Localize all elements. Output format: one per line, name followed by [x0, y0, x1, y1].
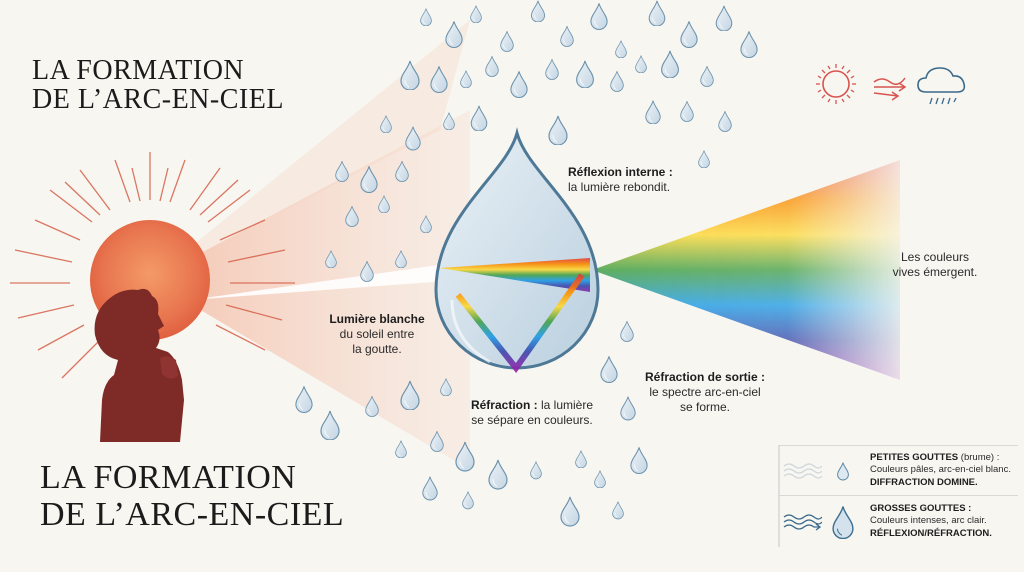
- label-colors-emerge-line1: Les couleurs: [900, 250, 970, 264]
- label-colors-emerge-line2: vives émergent.: [892, 265, 978, 279]
- label-exit-refraction-line2: le spectre arc-en-ciel: [649, 385, 761, 399]
- large-water-drop: [434, 127, 600, 373]
- title-bottom-line1: LA FORMATION: [40, 459, 297, 496]
- label-white-light: Lumière blanche du soleil entre la goutt…: [322, 312, 432, 357]
- legend-large-title: GROSSES GOUTTES :: [870, 502, 972, 514]
- sun-icon: [816, 64, 856, 104]
- title-top-line2: DE L’ARC-EN-CIEL: [32, 84, 284, 116]
- legend-row-small-drops: PETITES GOUTTES (brume) : Couleurs pâles…: [778, 445, 1018, 495]
- legend-divider: [778, 445, 780, 547]
- label-colors-emerge: Les couleurs vives émergent.: [880, 250, 990, 280]
- label-refraction: Réfraction : la lumière se sépare en cou…: [462, 398, 602, 428]
- small-drop-icon: [828, 461, 858, 481]
- label-white-light-title: Lumière blanche: [329, 312, 425, 326]
- person-silhouette: [94, 288, 184, 442]
- wind-arrows-icon: [873, 77, 907, 101]
- legend-small-title: PETITES GOUTTES: [870, 451, 959, 463]
- legend-row-large-drops: GROSSES GOUTTES : Couleurs intenses, arc…: [778, 495, 1018, 547]
- title-bottom: LA FORMATION DE L’ARC-EN-CIEL: [40, 459, 345, 533]
- label-exit-refraction-line3: se forme.: [679, 400, 730, 414]
- legend-large-line3: RÉFLEXION/RÉFRACTION.: [870, 527, 992, 539]
- label-internal-reflection-line2: la lumière rebondit.: [568, 180, 671, 194]
- sun-rays: [10, 152, 295, 379]
- legend-large-drops-text: GROSSES GOUTTES : Couleurs intenses, arc…: [870, 503, 992, 540]
- title-top: LA FORMATION DE L’ARC-EN-CIEL: [32, 56, 284, 115]
- title-top-line1: LA FORMATION: [32, 55, 245, 86]
- drop-size-legend: PETITES GOUTTES (brume) : Couleurs pâles…: [778, 445, 1018, 547]
- label-internal-reflection: Réflexion interne : la lumière rebondit.: [568, 165, 698, 195]
- title-bottom-line2: DE L’ARC-EN-CIEL: [40, 495, 345, 533]
- label-exit-refraction-title: Réfraction de sortie :: [644, 370, 766, 384]
- label-refraction-title: Réfraction :: [470, 398, 538, 412]
- legend-small-line2: Couleurs pâles, arc-en-ciel blanc.: [870, 464, 1011, 476]
- label-white-light-line3: la goutte.: [352, 342, 402, 356]
- large-drop-icon: [828, 505, 858, 539]
- label-refraction-line2: se sépare en couleurs.: [471, 413, 593, 427]
- legend-small-drops-text: PETITES GOUTTES (brume) : Couleurs pâles…: [870, 452, 1011, 489]
- rain-cloud-icon: [917, 67, 966, 105]
- legend-large-line2: Couleurs intenses, arc clair.: [870, 515, 987, 527]
- rainbow-spectrum: [592, 160, 900, 380]
- label-refraction-rest: la lumière: [537, 398, 594, 412]
- white-light-ray: [190, 262, 460, 300]
- mist-waves-icon: [783, 462, 822, 479]
- legend-small-title-rest: (brume) :: [958, 451, 1000, 463]
- label-exit-refraction: Réfraction de sortie : le spectre arc-en…: [640, 370, 770, 415]
- label-internal-reflection-title: Réflexion interne :: [568, 165, 673, 179]
- wind-waves-icon: [783, 513, 822, 531]
- label-white-light-line2: du soleil entre: [339, 327, 415, 341]
- legend-small-line3: DIFFRACTION DOMINE.: [870, 476, 978, 488]
